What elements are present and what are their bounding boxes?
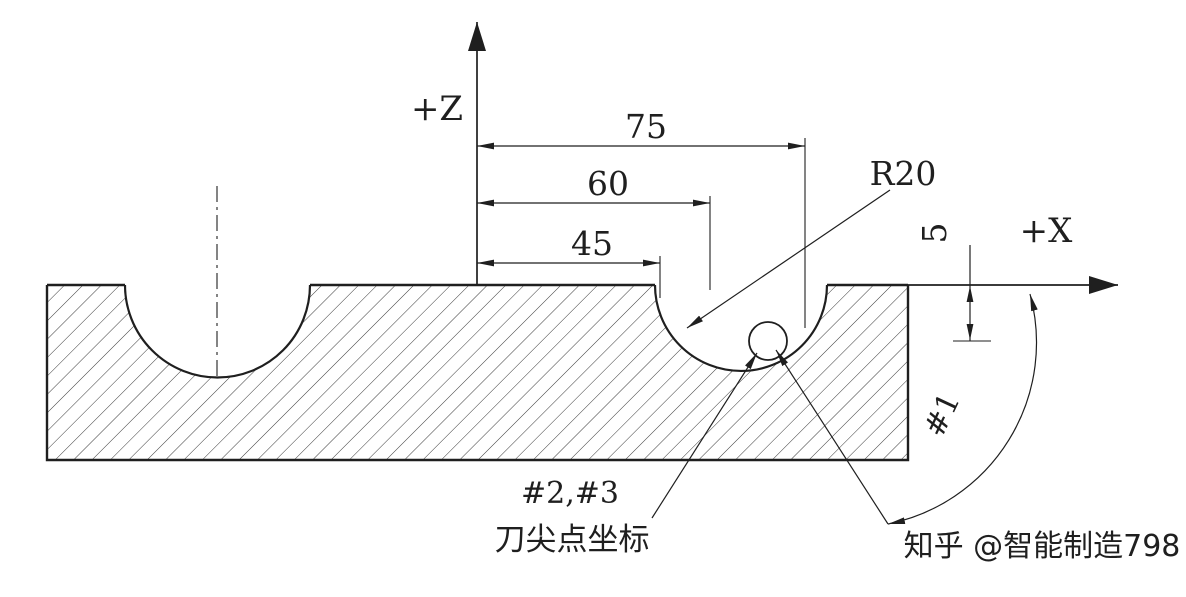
x-axis-label: +X: [1020, 211, 1073, 251]
tool-nose-caption: 刀尖点坐标: [495, 522, 650, 558]
tool23-label: #2,#3: [521, 476, 619, 511]
dimension-75-value: 75: [625, 107, 667, 146]
tool-nose-circle: [748, 321, 788, 361]
part-outline: [45, 283, 910, 462]
z-axis-label: +Z: [411, 89, 463, 129]
tool1-direction: #1: [887, 293, 1038, 525]
dimension-45: 45: [477, 224, 661, 298]
tool1-label: #1: [917, 388, 967, 443]
tool1-arc: [887, 293, 1038, 525]
right-groove-arc: [653, 284, 829, 373]
radius-r20-leader: [686, 189, 891, 329]
dimension-60-value: 60: [587, 164, 629, 203]
dimension-5-arrow-down: [966, 324, 974, 340]
tool1-leader-line: [775, 349, 889, 525]
dimension-5-arrow-up: [966, 286, 974, 302]
left-groove-arc: [123, 284, 312, 379]
dimension-5: 5: [915, 223, 991, 342]
dimension-5-value: 5: [915, 223, 954, 244]
tool-nose-caption-leader: [651, 352, 758, 519]
watermark: 知乎 @智能制造798: [904, 529, 1181, 564]
dimension-75: 75: [477, 107, 806, 328]
dimension-45-value: 45: [571, 224, 613, 263]
radius-r20-value: R20: [870, 154, 937, 193]
dimension-60: 60: [477, 164, 711, 290]
radius-r20: R20: [686, 154, 937, 329]
